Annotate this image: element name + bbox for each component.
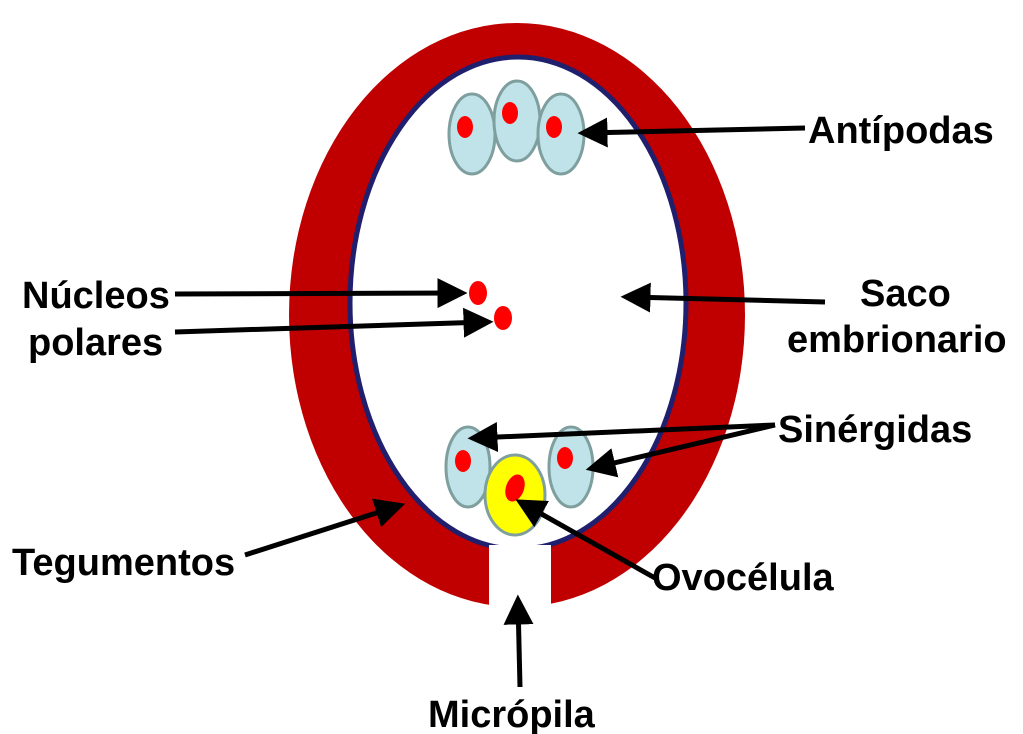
synergid-nucleus	[557, 447, 573, 469]
synergid-cell	[549, 427, 593, 507]
label-ovocelula: Ovocélula	[652, 557, 834, 599]
label-antipodas: Antípodas	[808, 110, 994, 152]
polar-nucleus	[494, 306, 512, 330]
antipodal-cell	[449, 94, 495, 174]
egg-cell	[485, 455, 545, 535]
label-micropila: Micrópila	[428, 694, 596, 734]
label-nucleos-line1: Núcleos	[22, 275, 170, 317]
label-saco-line1: Saco	[860, 273, 951, 315]
label-saco-line2: embrionario	[787, 319, 1007, 361]
micropila-arrow	[518, 602, 520, 687]
antipodal-nucleus	[502, 102, 518, 124]
antipodal-cells	[449, 81, 584, 174]
antipodal-cell	[494, 81, 540, 161]
label-nucleos-line2: polares	[28, 322, 163, 364]
antipodal-cell	[538, 94, 584, 174]
polar-nucleus	[469, 281, 487, 305]
antipodal-nucleus	[546, 116, 562, 138]
nucleos-arrow-1	[175, 293, 460, 294]
synergid-nucleus	[455, 450, 471, 472]
antipodal-nucleus	[457, 116, 473, 138]
label-tegumentos: Tegumentos	[12, 542, 235, 584]
label-sinergidas: Sinérgidas	[778, 409, 972, 451]
